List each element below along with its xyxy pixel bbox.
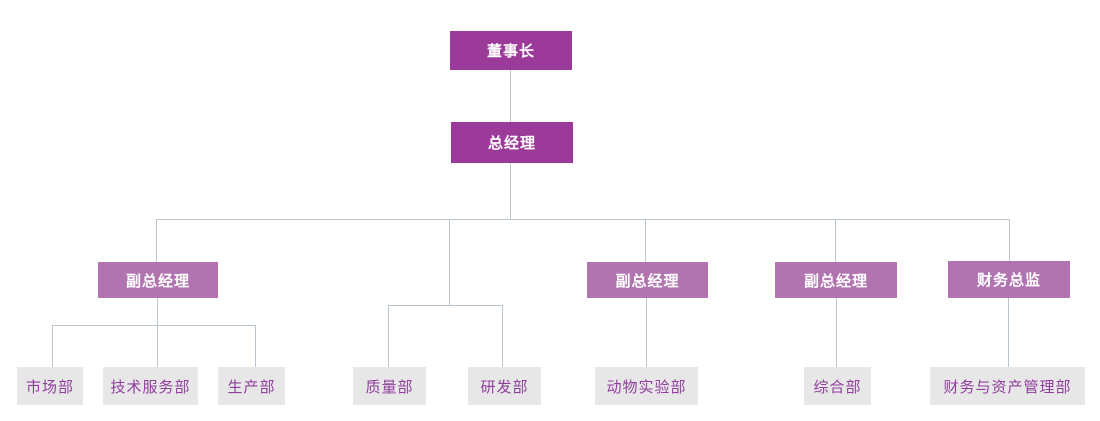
connector-line [388, 305, 389, 367]
org-node-dept-animal-lab: 动物实验部 [595, 367, 698, 405]
connector-line [388, 305, 502, 306]
connector-line [156, 219, 1009, 220]
org-node-dept-general-affairs: 综合部 [804, 367, 871, 405]
org-node-dept-quality: 质量部 [353, 367, 426, 405]
connector-line [449, 219, 450, 305]
connector-line [646, 298, 647, 367]
org-node-vp-3: 副总经理 [775, 262, 897, 298]
org-node-dept-production: 生产部 [218, 367, 285, 405]
connector-line [157, 325, 158, 367]
org-node-dept-finance-assets: 财务与资产管理部 [930, 367, 1085, 405]
org-node-dept-rnd: 研发部 [468, 367, 541, 405]
connector-line [255, 325, 256, 367]
connector-line [52, 325, 255, 326]
org-node-dept-market: 市场部 [17, 367, 83, 405]
connector-line [1008, 298, 1009, 367]
connector-line [52, 325, 53, 367]
org-node-finance-director: 财务总监 [948, 261, 1070, 298]
org-node-vp-2: 副总经理 [587, 262, 708, 298]
connector-line [510, 163, 511, 219]
connector-line [157, 298, 158, 325]
connector-line [836, 298, 837, 367]
org-node-general-manager: 总经理 [451, 122, 573, 163]
connector-line [156, 219, 157, 262]
org-node-vp-1: 副总经理 [98, 262, 218, 298]
org-node-chairman: 董事长 [450, 31, 572, 70]
connector-line [835, 219, 836, 262]
connector-line [645, 219, 646, 262]
connector-line [1009, 219, 1010, 261]
connector-line [502, 305, 503, 367]
org-node-dept-tech-service: 技术服务部 [103, 367, 198, 405]
connector-line [510, 69, 511, 122]
